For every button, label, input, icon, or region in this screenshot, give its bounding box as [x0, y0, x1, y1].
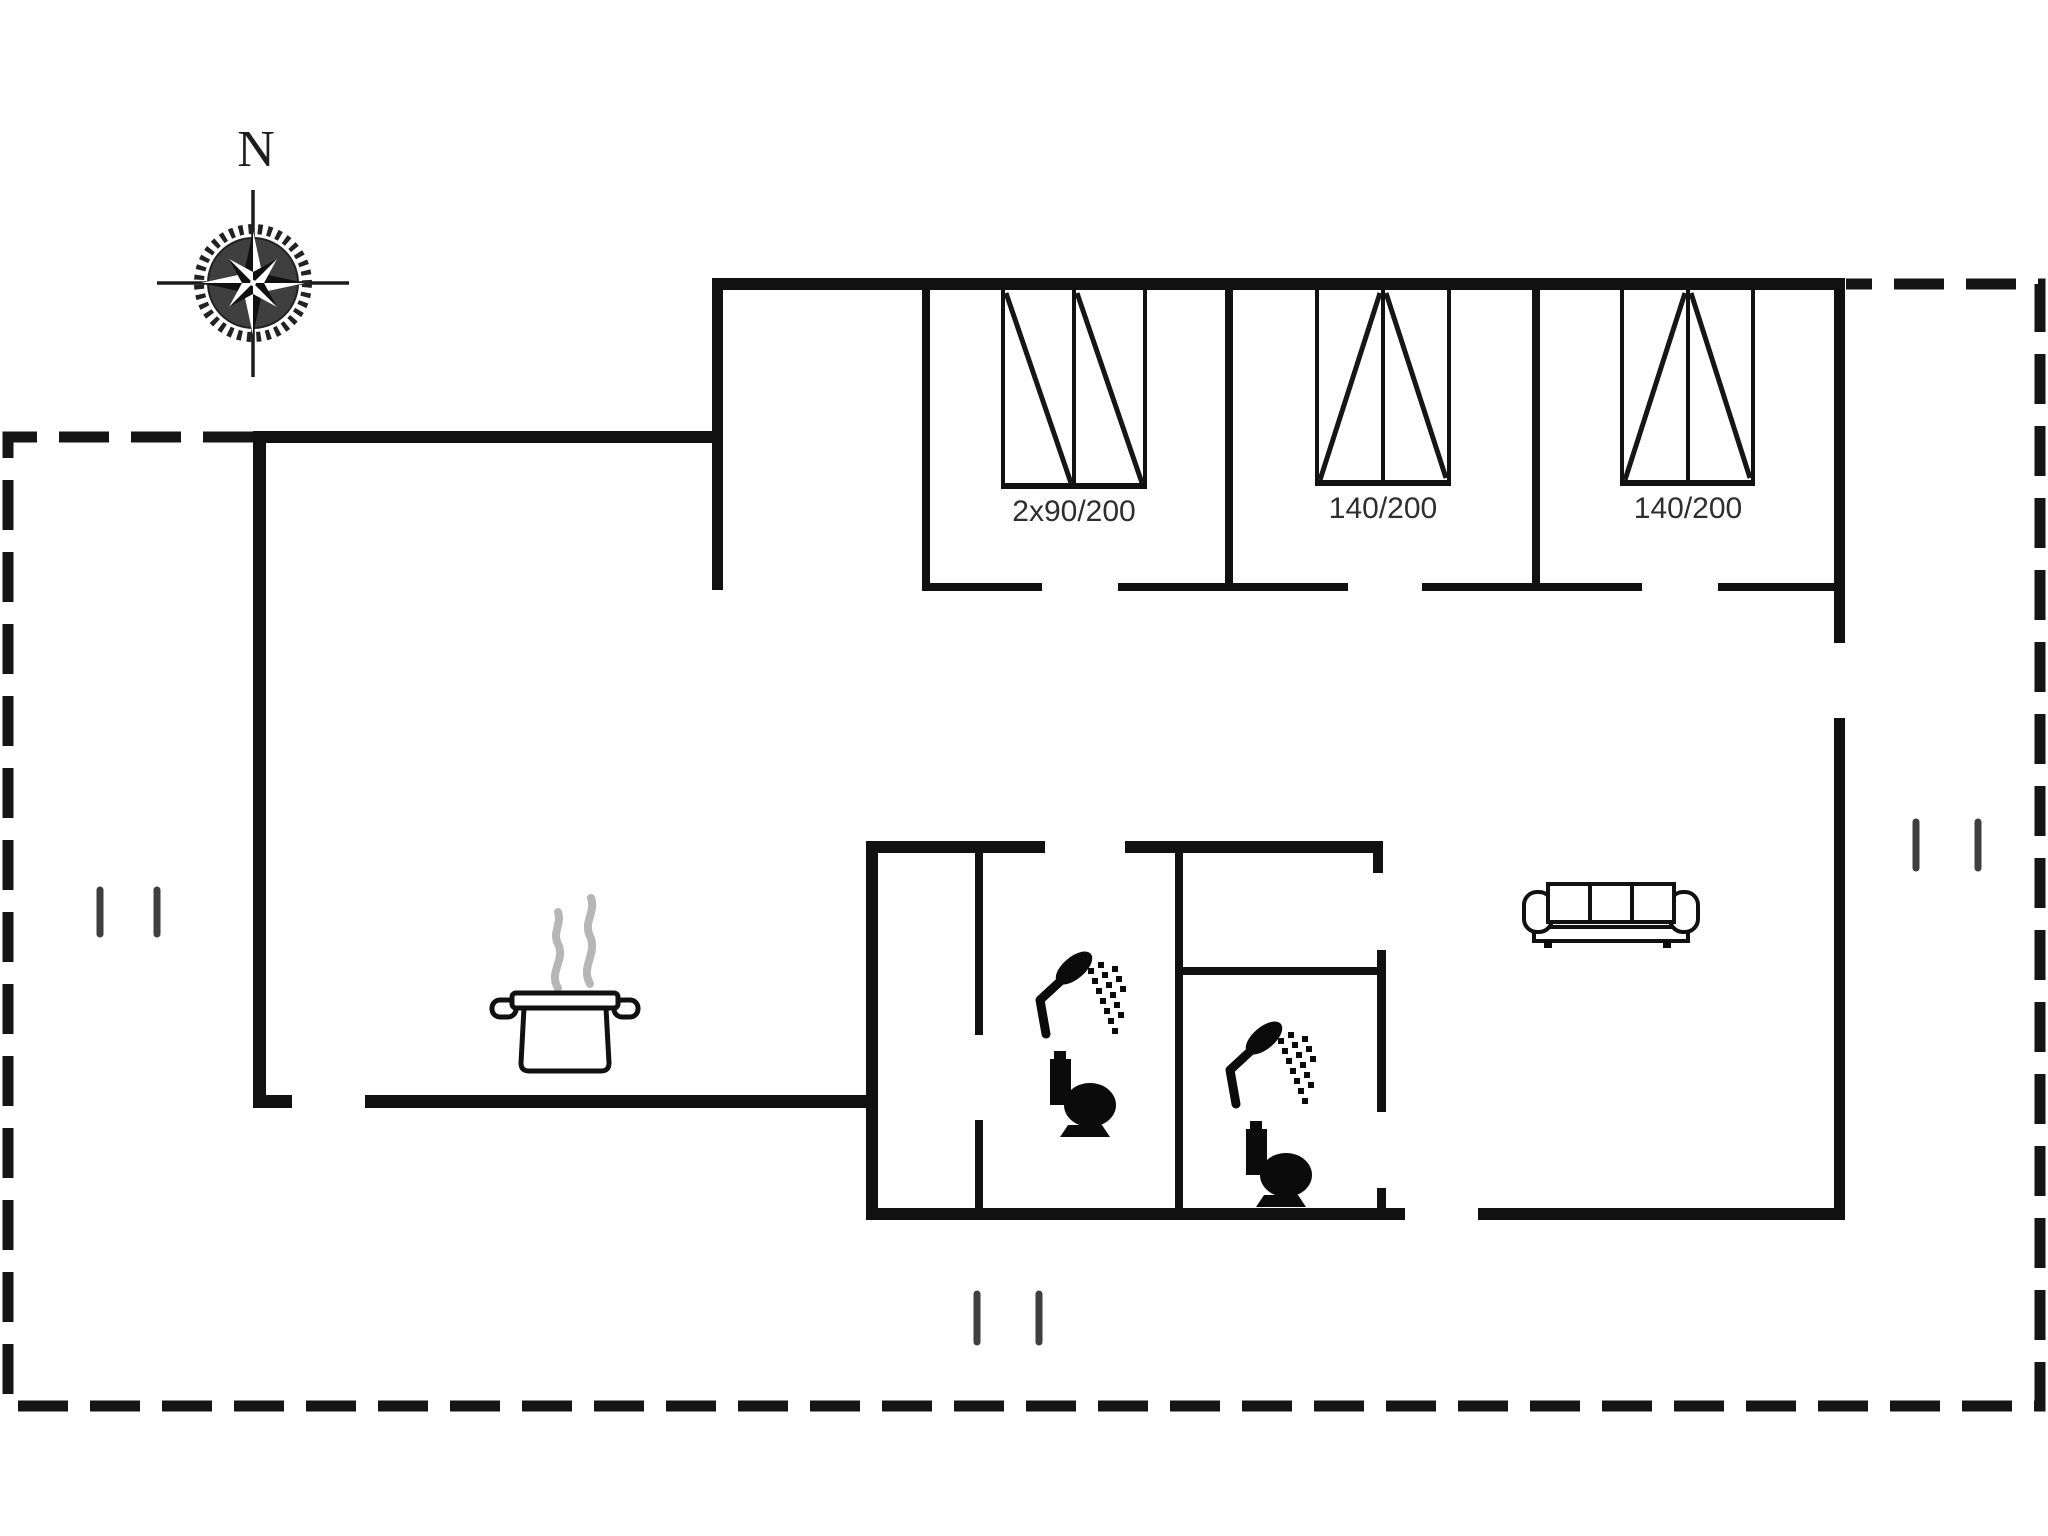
wall-segment: [1377, 1188, 1386, 1212]
wall-segment: [922, 583, 1042, 591]
bed-mattress-diagonal: [1317, 292, 1383, 481]
wall-segment: [975, 853, 983, 1035]
wall-segment: [1478, 1208, 1845, 1220]
wall-segment: [1118, 583, 1348, 591]
wall-segment: [866, 1208, 1405, 1220]
bed-double: 140/200: [1620, 290, 1755, 525]
compass-star: [201, 231, 305, 335]
wall-segment: [1373, 853, 1383, 873]
wall-segment: [253, 431, 723, 443]
wall-segment: [712, 278, 1845, 290]
wall-segment: [866, 841, 1045, 853]
steam-icon: [550, 908, 564, 992]
wall-segment: [1834, 278, 1845, 643]
wall-segment: [922, 285, 930, 591]
steam-icon: [582, 894, 597, 988]
compass-toothed-ring: [194, 224, 312, 342]
wall-segment: [253, 431, 266, 1108]
wall-segment: [975, 1120, 983, 1212]
wall-segment: [1532, 285, 1540, 591]
interior-walls: [866, 285, 1838, 1220]
bed-size-label: 2x90/200: [1012, 495, 1135, 528]
wall-segment: [1125, 841, 1383, 853]
wall-segment: [1422, 583, 1642, 591]
bed-mattress-diagonal: [1074, 292, 1145, 484]
sofa-icon: [1522, 882, 1700, 948]
wall-segment: [365, 1095, 872, 1108]
bed-size-label: 140/200: [1634, 492, 1742, 525]
bed-mattress-diagonal: [1688, 292, 1753, 479]
bed-mattress-diagonal: [1383, 292, 1449, 479]
wall-segment: [1834, 718, 1845, 1220]
wall-segment: [1225, 285, 1233, 591]
bed-double: 140/200: [1315, 290, 1451, 525]
exterior-walls: [253, 278, 1845, 1220]
wall-segment: [1175, 841, 1183, 1212]
wall-segment: [866, 841, 878, 1220]
compass-rose-icon: N: [157, 121, 349, 377]
wall-segment: [1718, 583, 1838, 591]
wall-segment: [253, 1095, 292, 1108]
opening-markers: [96, 818, 1982, 1346]
wall-segment: [1377, 950, 1386, 1112]
pot-body: [518, 1005, 612, 1074]
sofa-backrest: [1546, 882, 1676, 924]
cooking-pot-icon: [489, 894, 641, 1074]
sofa-foot: [1544, 941, 1552, 948]
bed-mattress-diagonal: [1622, 292, 1688, 481]
sofa-foot: [1663, 941, 1671, 948]
bed-size-label: 140/200: [1329, 492, 1437, 525]
bed-two-singles: 2x90/200: [1001, 290, 1147, 528]
site-boundary-dashed-line: [2, 278, 2046, 1412]
north-label: N: [237, 121, 275, 178]
wall-segment: [1183, 967, 1385, 975]
bed-mattress-diagonal: [1003, 292, 1074, 484]
